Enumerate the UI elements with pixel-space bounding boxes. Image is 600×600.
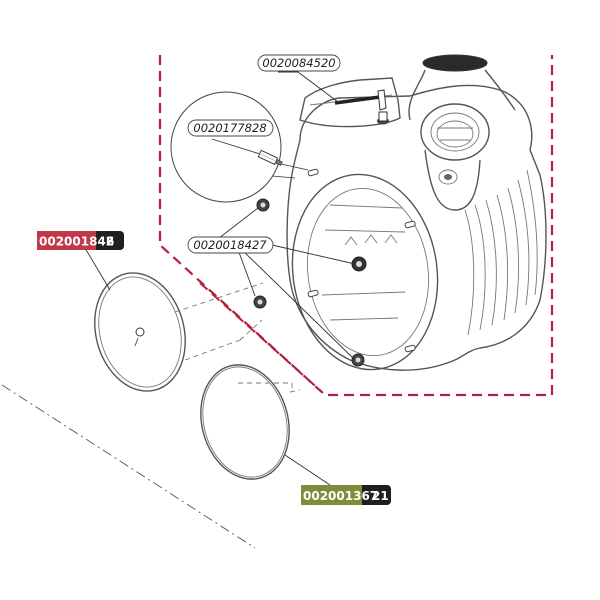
svg-text:21: 21 xyxy=(372,489,389,503)
badge-front-cover: 002001842 6 xyxy=(37,231,124,250)
screw-nut-left xyxy=(253,295,267,309)
heat-exchanger-housing xyxy=(286,54,547,371)
svg-text:6: 6 xyxy=(106,235,114,249)
assembly-boundary-lower xyxy=(199,282,323,393)
svg-text:0020084520: 0020084520 xyxy=(262,56,335,70)
front-cover-disc xyxy=(94,272,186,392)
svg-text:0020177828: 0020177828 xyxy=(193,121,266,135)
svg-text:0020018427: 0020018427 xyxy=(193,238,267,252)
assembly-boundary xyxy=(158,55,554,397)
axis-line xyxy=(1,384,256,549)
callout-top-part: 0020084520 xyxy=(257,54,341,72)
flue-ring xyxy=(420,103,490,161)
callout-screw-part: 0020018427 xyxy=(187,236,274,254)
badge-gasket: 002001367 21 xyxy=(301,485,391,505)
screw-nut-top xyxy=(256,198,270,212)
screw-nut-center xyxy=(351,256,367,272)
screw-nut-bottom xyxy=(351,353,365,367)
front-opening xyxy=(291,173,439,371)
callout-zoom-part: 0020177828 xyxy=(187,119,274,137)
top-slot xyxy=(334,95,381,105)
svg-text:002001842: 002001842 xyxy=(39,235,114,249)
zoom-detail xyxy=(170,91,309,203)
svg-text:002001367: 002001367 xyxy=(303,489,378,503)
gasket-ring xyxy=(200,364,290,480)
